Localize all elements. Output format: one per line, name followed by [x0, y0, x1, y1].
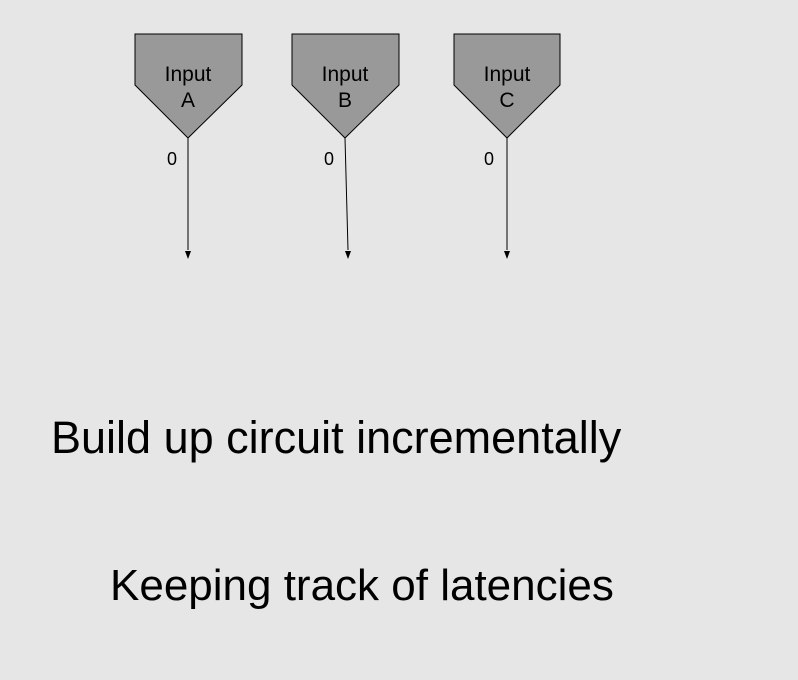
input-node-c-label-line1: Input [484, 63, 531, 86]
input-node-b: Input B 0 [291, 33, 400, 259]
input-node-c-shape [453, 33, 561, 139]
input-node-c: Input C 0 [453, 33, 561, 259]
input-node-b-arrowhead [345, 251, 351, 259]
input-node-b-label-line2: B [338, 89, 352, 112]
circuit-diagram: Input A 0 Input B 0 Input C 0 [134, 33, 561, 259]
input-node-a-label-line1: Input [165, 63, 212, 86]
input-node-c-label-line2: C [499, 89, 514, 112]
input-node-b-output-wire [344, 137, 349, 251]
caption-main: Build up circuit incrementally [51, 412, 622, 463]
input-node-b-latency: 0 [324, 149, 334, 169]
input-node-c-arrowhead [504, 251, 510, 259]
input-node-c-latency: 0 [484, 149, 494, 169]
input-node-b-shape [291, 33, 400, 139]
caption-sub: Keeping track of latencies [110, 561, 614, 610]
input-node-a-arrowhead [185, 251, 191, 259]
input-node-a: Input A 0 [134, 33, 243, 259]
input-node-a-label-line2: A [181, 89, 195, 112]
input-node-a-shape [134, 33, 243, 139]
input-node-b-label-line1: Input [322, 63, 369, 86]
input-node-a-latency: 0 [167, 149, 177, 169]
